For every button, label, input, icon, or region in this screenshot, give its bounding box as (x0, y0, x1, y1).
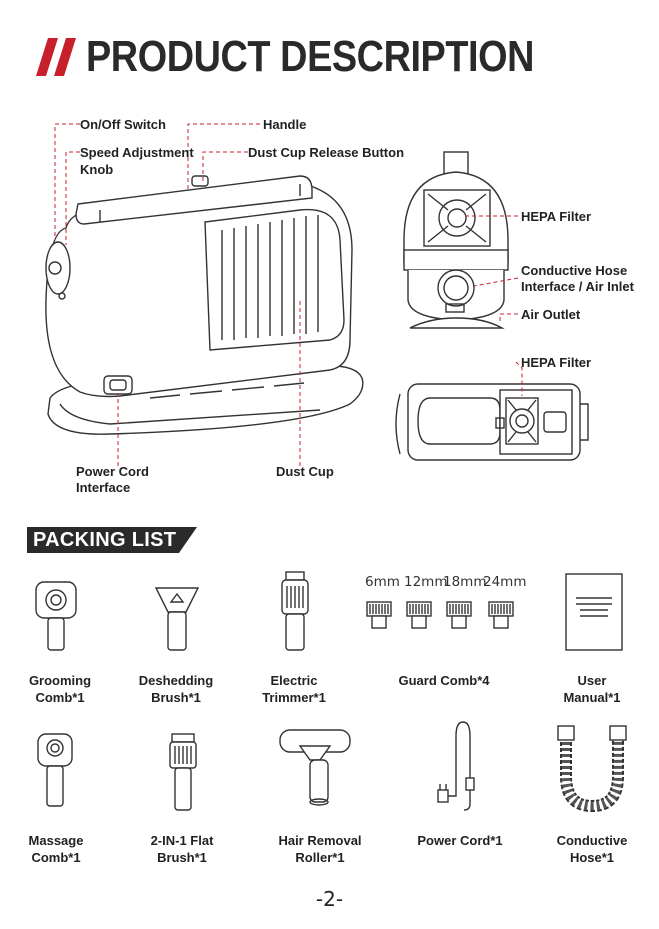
caption-user-manual: User Manual*1 (532, 672, 652, 706)
caption-line: User (577, 673, 607, 688)
caption-line: Grooming (28, 673, 92, 688)
caption-line: Deshedding (138, 673, 214, 688)
front-view-drawing (403, 151, 509, 329)
callout-handle: Handle (263, 117, 307, 132)
caption-guard-comb: Guard Comb*4 (384, 672, 504, 689)
guard-size-18mm: 18mm (443, 574, 487, 590)
callout-speed-knob-line2: Knob (80, 162, 114, 177)
leader-lines (54, 123, 523, 466)
page-number: -2- (315, 887, 344, 911)
caption-massage-comb: Massage Comb*1 (0, 832, 116, 866)
guard-size-6mm: 6mm (365, 574, 400, 590)
guard-comb-icons (366, 601, 514, 629)
packing-list-title: PACKING LIST (33, 529, 177, 551)
massage-comb-icon (37, 733, 73, 807)
caption-line: Brush*1 (157, 850, 207, 865)
caption-line: Conductive (556, 833, 628, 848)
electric-trimmer-icon (281, 571, 309, 651)
hair-removal-roller-icon (279, 729, 351, 806)
caption-line: Brush*1 (151, 690, 201, 705)
callout-dust-cup: Dust Cup (276, 464, 334, 479)
caption-deshedding-brush: Deshedding Brush*1 (116, 672, 236, 706)
caption-line: Hose*1 (569, 850, 615, 865)
user-manual-icon (565, 573, 623, 651)
caption-flat-brush: 2-IN-1 Flat Brush*1 (122, 832, 242, 866)
callout-speed-knob-line1: Speed Adjustment (80, 145, 194, 160)
caption-electric-trimmer: Electric Trimmer*1 (234, 672, 354, 706)
caption-power-cord: Power Cord*1 (400, 832, 520, 849)
callout-hose-interface-line1: Conductive Hose (521, 263, 628, 278)
caption-line: Comb*1 (35, 690, 85, 705)
callout-power-cord-line1: Power Cord (76, 464, 149, 479)
packing-list-banner (27, 527, 197, 553)
caption-line: Comb*1 (31, 850, 81, 865)
caption-line: Trimmer*1 (262, 690, 326, 705)
caption-line: Guard Comb*4 (398, 673, 490, 688)
title-slash-icon (36, 38, 76, 76)
flat-brush-icon (169, 733, 197, 811)
caption-line: 2-IN-1 Flat (150, 833, 214, 848)
caption-grooming-comb: Grooming Comb*1 (0, 672, 120, 706)
callout-on-off-switch: On/Off Switch (80, 117, 166, 132)
caption-line: Roller*1 (295, 850, 345, 865)
caption-line: Hair Removal (278, 833, 362, 848)
caption-line: Electric (270, 673, 318, 688)
caption-line: Power Cord*1 (417, 833, 503, 848)
guard-size-12mm: 12mm (404, 574, 448, 590)
callout-hepa-filter-front: HEPA Filter (521, 209, 592, 224)
caption-line: Manual*1 (563, 690, 621, 705)
deshedding-brush-icon (154, 587, 200, 651)
caption-line: Massage (28, 833, 84, 848)
guard-size-24mm: 24mm (483, 574, 527, 590)
caption-conductive-hose: Conductive Hose*1 (532, 832, 652, 866)
caption-hair-removal-roller: Hair Removal Roller*1 (260, 832, 380, 866)
callout-dust-cup-release-button: Dust Cup Release Button (248, 145, 405, 160)
grooming-comb-icon (35, 581, 77, 651)
page-title: PRODUCT DESCRIPTION (86, 32, 535, 81)
conductive-hose-icon (557, 725, 627, 813)
power-cord-icon (437, 721, 475, 811)
main-unit-drawing (45, 175, 364, 435)
callout-hose-interface-line2: Interface / Air Inlet (521, 279, 634, 294)
top-view-drawing (395, 383, 589, 461)
callout-power-cord-line2: Interface (76, 480, 131, 495)
callout-hepa-filter-top: HEPA Filter (521, 355, 592, 370)
callout-air-outlet: Air Outlet (521, 307, 581, 322)
